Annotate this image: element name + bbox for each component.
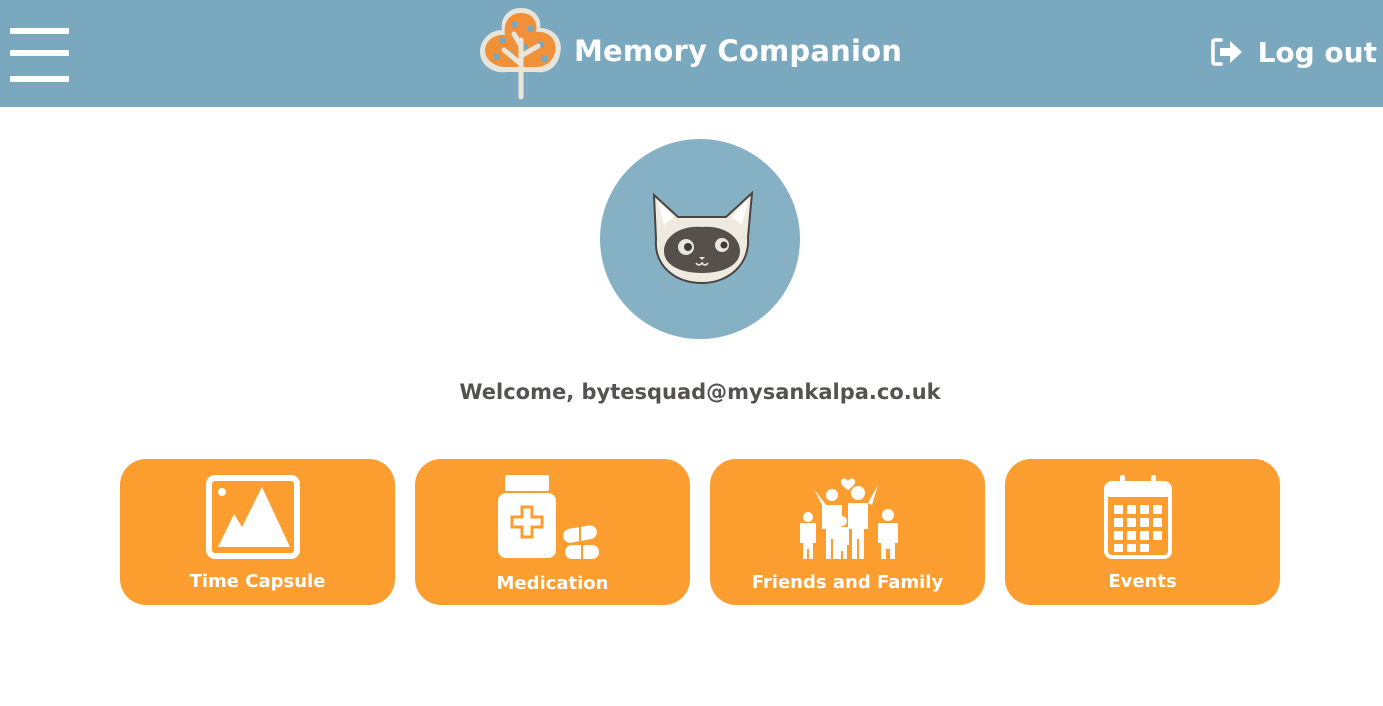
family-group-icon (800, 478, 898, 559)
logout-label: Log out (1257, 35, 1377, 69)
sign-out-icon (1210, 38, 1242, 66)
top-navigation-bar: Memory Companion Log out (0, 0, 1383, 107)
app-title: Memory Companion (574, 34, 903, 68)
medicine-bottle-icon (498, 475, 599, 559)
tile-label-time-capsule: Time Capsule (189, 571, 326, 592)
hamburger-menu-icon[interactable] (10, 26, 70, 86)
welcome-message: Welcome, bytesquad@mysankalpa.co.uk (459, 380, 941, 404)
tile-time-capsule[interactable]: Time Capsule (120, 459, 395, 605)
app-brand[interactable]: Memory Companion (472, 2, 902, 100)
tree-logo-icon (480, 8, 561, 100)
calendar-icon (1104, 475, 1172, 559)
logout-button[interactable]: Log out (1210, 32, 1377, 72)
profile-avatar[interactable] (600, 139, 800, 339)
tile-label-friends-and-family: Friends and Family (751, 572, 944, 593)
cat-avatar-icon (652, 190, 754, 285)
picture-frame-icon (206, 475, 300, 559)
tile-friends-and-family[interactable]: Friends and Family (710, 459, 985, 605)
tile-medication[interactable]: Medication (415, 459, 690, 605)
tile-label-medication: Medication (496, 573, 609, 594)
tile-events[interactable]: Events (1005, 459, 1280, 605)
tile-label-events: Events (1108, 571, 1177, 592)
